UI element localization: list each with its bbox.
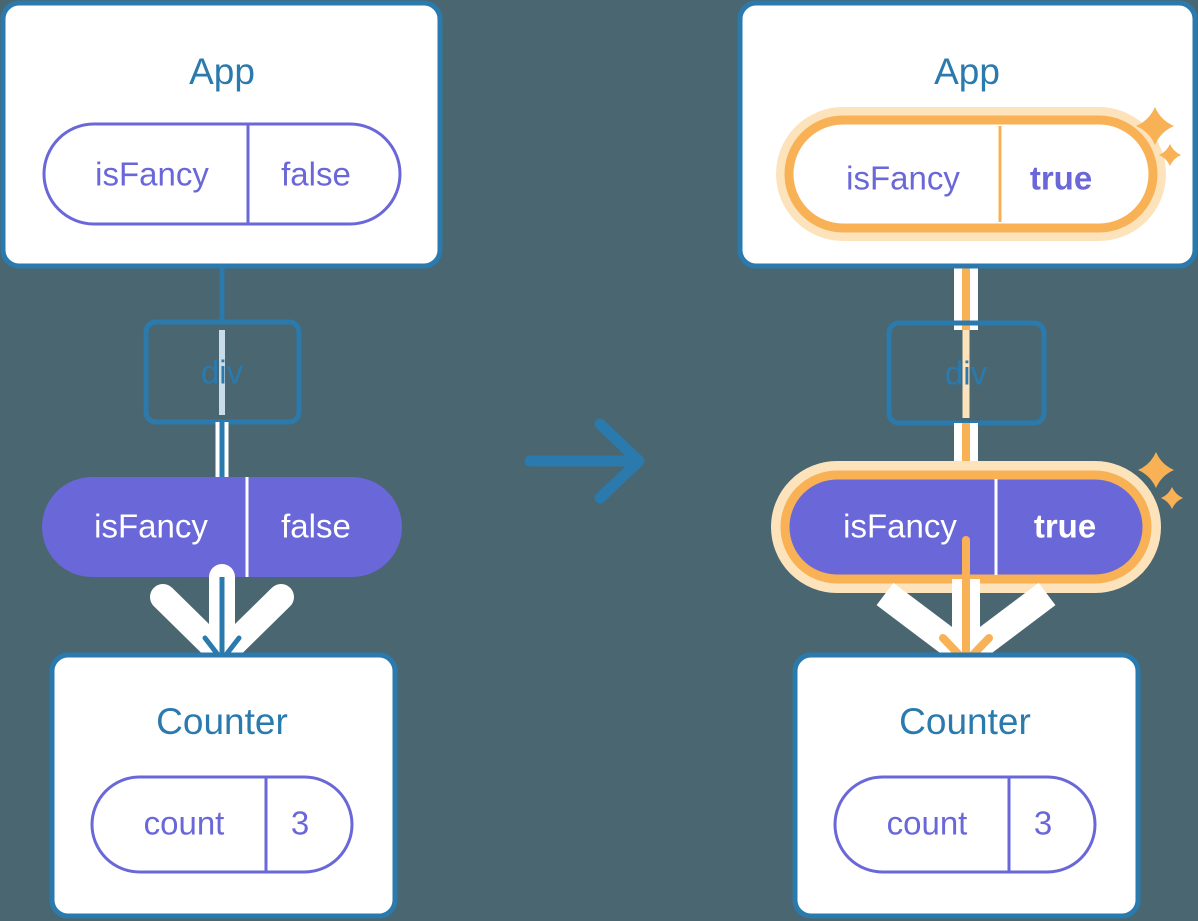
after-app-title: App: [934, 51, 1000, 92]
after-counter-state-pill-body: [833, 775, 1097, 874]
sparkle-layer: [1136, 107, 1183, 509]
before-app-state-value: false: [281, 156, 351, 193]
before-counter-state-pill: count 3: [90, 775, 354, 874]
transition-arrow-icon: [524, 418, 645, 504]
before-diagram: App isFancy false div isFancy: [0, 0, 443, 919]
after-div-label: div: [945, 355, 988, 392]
after-props-value: true: [1034, 508, 1096, 545]
before-app-state-pill-body: [42, 122, 402, 226]
after-app-state-pill: isFancy true: [776, 107, 1166, 241]
before-counter-state-value: 3: [291, 805, 309, 842]
before-app-state-name: isFancy: [95, 156, 209, 193]
after-app-state-name: isFancy: [846, 160, 960, 197]
before-arrow-props-to-counter: [150, 564, 294, 668]
before-counter-title: Counter: [156, 701, 288, 742]
after-app-state-pill-ring: [784, 115, 1158, 233]
after-counter-state-pill: count 3: [833, 775, 1097, 874]
sparkle-small-app: [1159, 144, 1181, 166]
before-app-title: App: [189, 51, 255, 92]
before-counter-state-name: count: [144, 805, 225, 842]
before-counter-state-pill-body: [90, 775, 354, 874]
before-div-label: div: [201, 354, 244, 391]
before-props-pill-body: [42, 477, 402, 577]
after-props-name: isFancy: [843, 508, 957, 545]
after-app-state-value: true: [1030, 160, 1092, 197]
before-props-value: false: [281, 508, 351, 545]
after-counter-state-name: count: [887, 805, 968, 842]
sparkle-large-app: [1136, 107, 1174, 145]
after-diagram: App isFancy true div isFanc: [737, 0, 1198, 919]
before-props-pill: isFancy false: [42, 477, 402, 577]
sparkle-small-props: [1161, 487, 1183, 509]
after-counter-title: Counter: [899, 701, 1031, 742]
before-app-state-pill: isFancy false: [42, 122, 402, 226]
before-props-name: isFancy: [94, 508, 208, 545]
sparkle-large-props: [1138, 452, 1174, 488]
after-counter-state-value: 3: [1034, 805, 1052, 842]
